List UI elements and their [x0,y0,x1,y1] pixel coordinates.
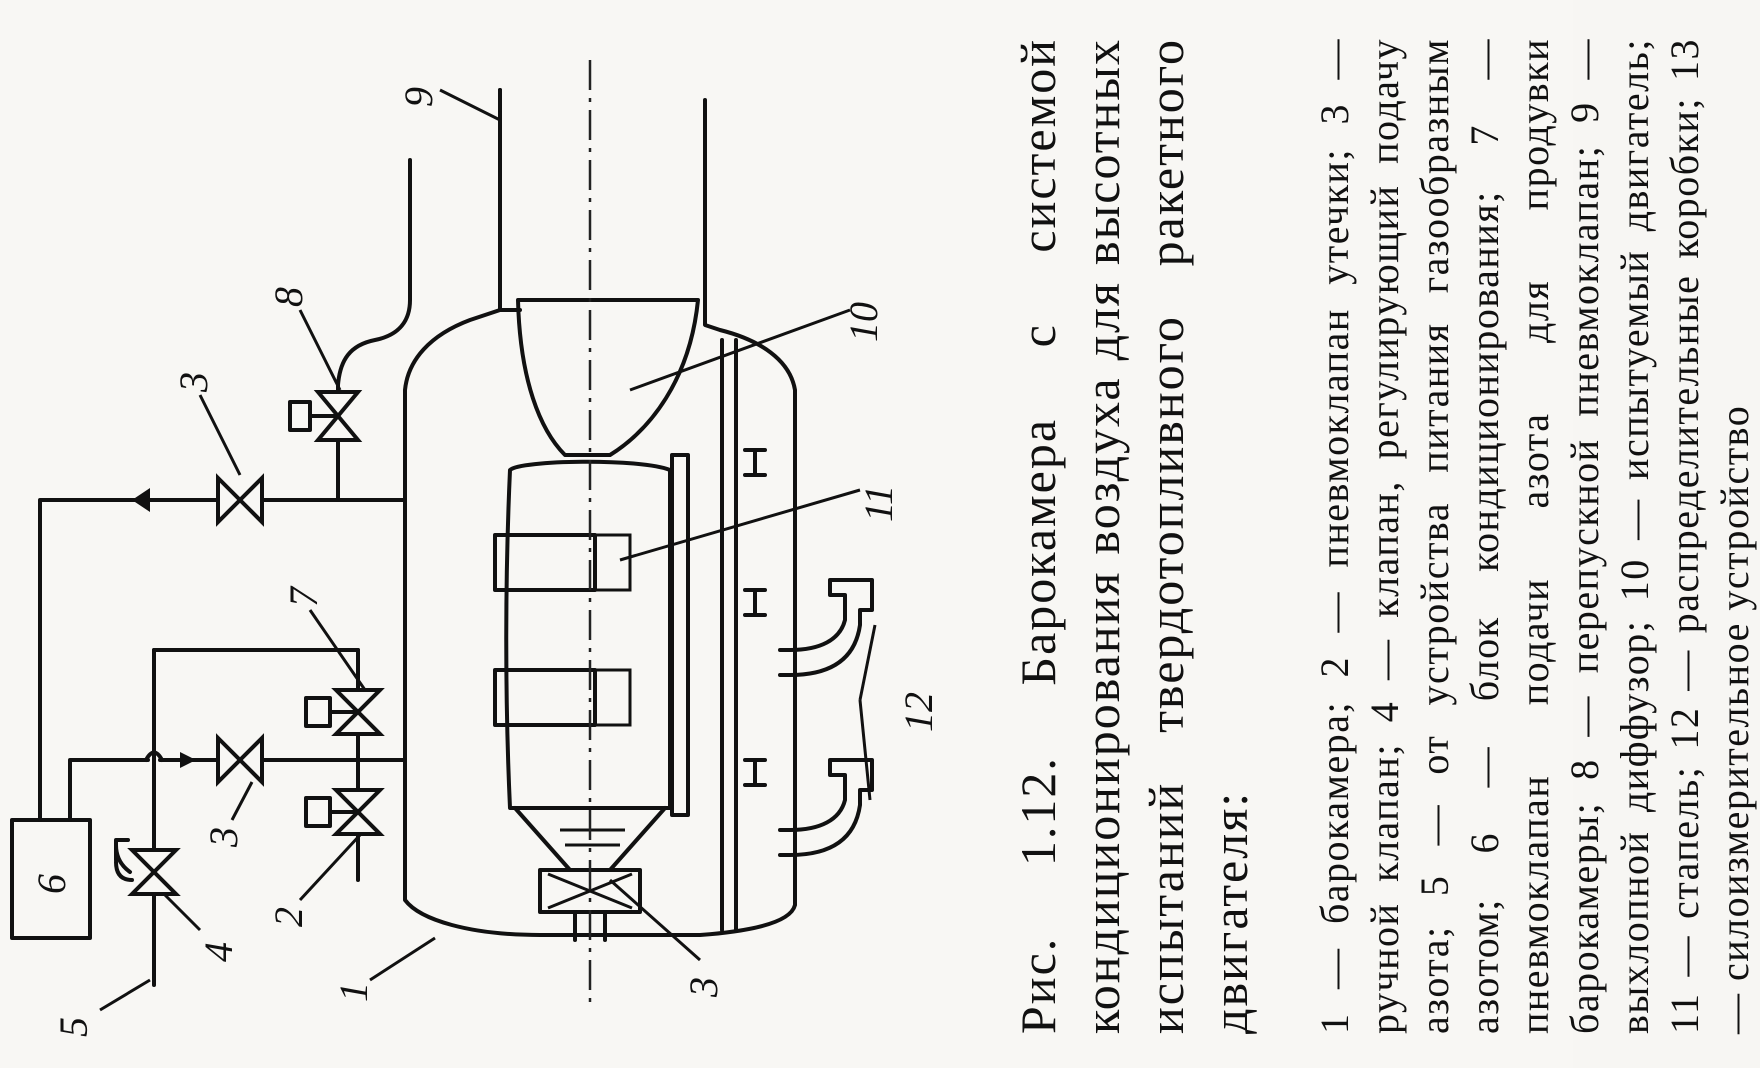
caption-title: Рис. 1.12. Барокамера с системой кондици… [1010,38,1258,1034]
distribution-boxes [778,578,874,857]
label-2: 2 [266,907,311,927]
label-10: 10 [841,302,886,342]
label-9: 9 [396,87,441,107]
label-5: 5 [51,1017,96,1037]
page: 6 [10,28,1757,1068]
manual-valve-3-top [216,473,264,527]
leader-lines [99,88,877,1012]
test-stand [593,448,767,817]
label-3-top: 3 [171,372,216,393]
caption-legend: 1 — барокамера; 2 — пневмоклапан утечки;… [1312,38,1757,1034]
leak-valve-2 [304,788,385,836]
piping [38,158,412,987]
labels: 1 2 3 3 3 4 5 7 8 9 10 11 12 [51,87,941,1037]
label-3-bottom: 3 [681,977,726,998]
label-6: 6 [29,874,74,894]
label-4: 4 [196,942,241,962]
label-3-mid: 3 [201,827,246,848]
figure-caption: Рис. 1.12. Барокамера с системой кондици… [1000,28,1757,1068]
label-11: 11 [856,485,901,522]
label-7: 7 [281,585,326,607]
label-1: 1 [331,982,376,1002]
nitrogen-control-valve-4 [114,843,181,896]
exhaust-diffuser [516,298,700,457]
conditioning-unit-block: 6 [10,818,92,940]
test-engine [493,459,672,942]
barochamber-diagram: 6 [10,60,941,1037]
label-12: 12 [896,692,941,732]
manual-valve-3-mid [216,733,264,787]
purge-valve-7 [304,688,385,736]
bypass-valve-8 [288,390,363,442]
label-8: 8 [266,287,311,307]
barochamber-body [403,88,797,937]
